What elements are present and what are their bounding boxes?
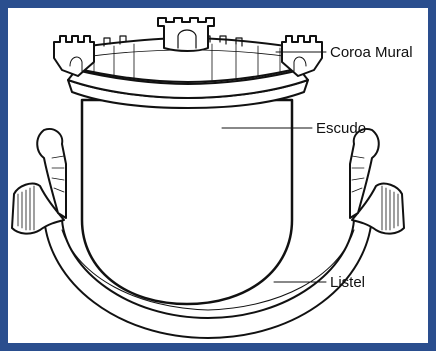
coroa-mural-crown <box>54 18 322 108</box>
listel-label: Listel <box>330 274 365 291</box>
diagram-panel: Coroa Mural Escudo Listel <box>8 8 428 343</box>
coroa-mural-label: Coroa Mural <box>330 44 413 61</box>
coat-of-arms-diagram: Coroa Mural Escudo Listel <box>8 8 428 343</box>
escudo-label: Escudo <box>316 120 366 137</box>
escudo-shield <box>82 100 292 304</box>
